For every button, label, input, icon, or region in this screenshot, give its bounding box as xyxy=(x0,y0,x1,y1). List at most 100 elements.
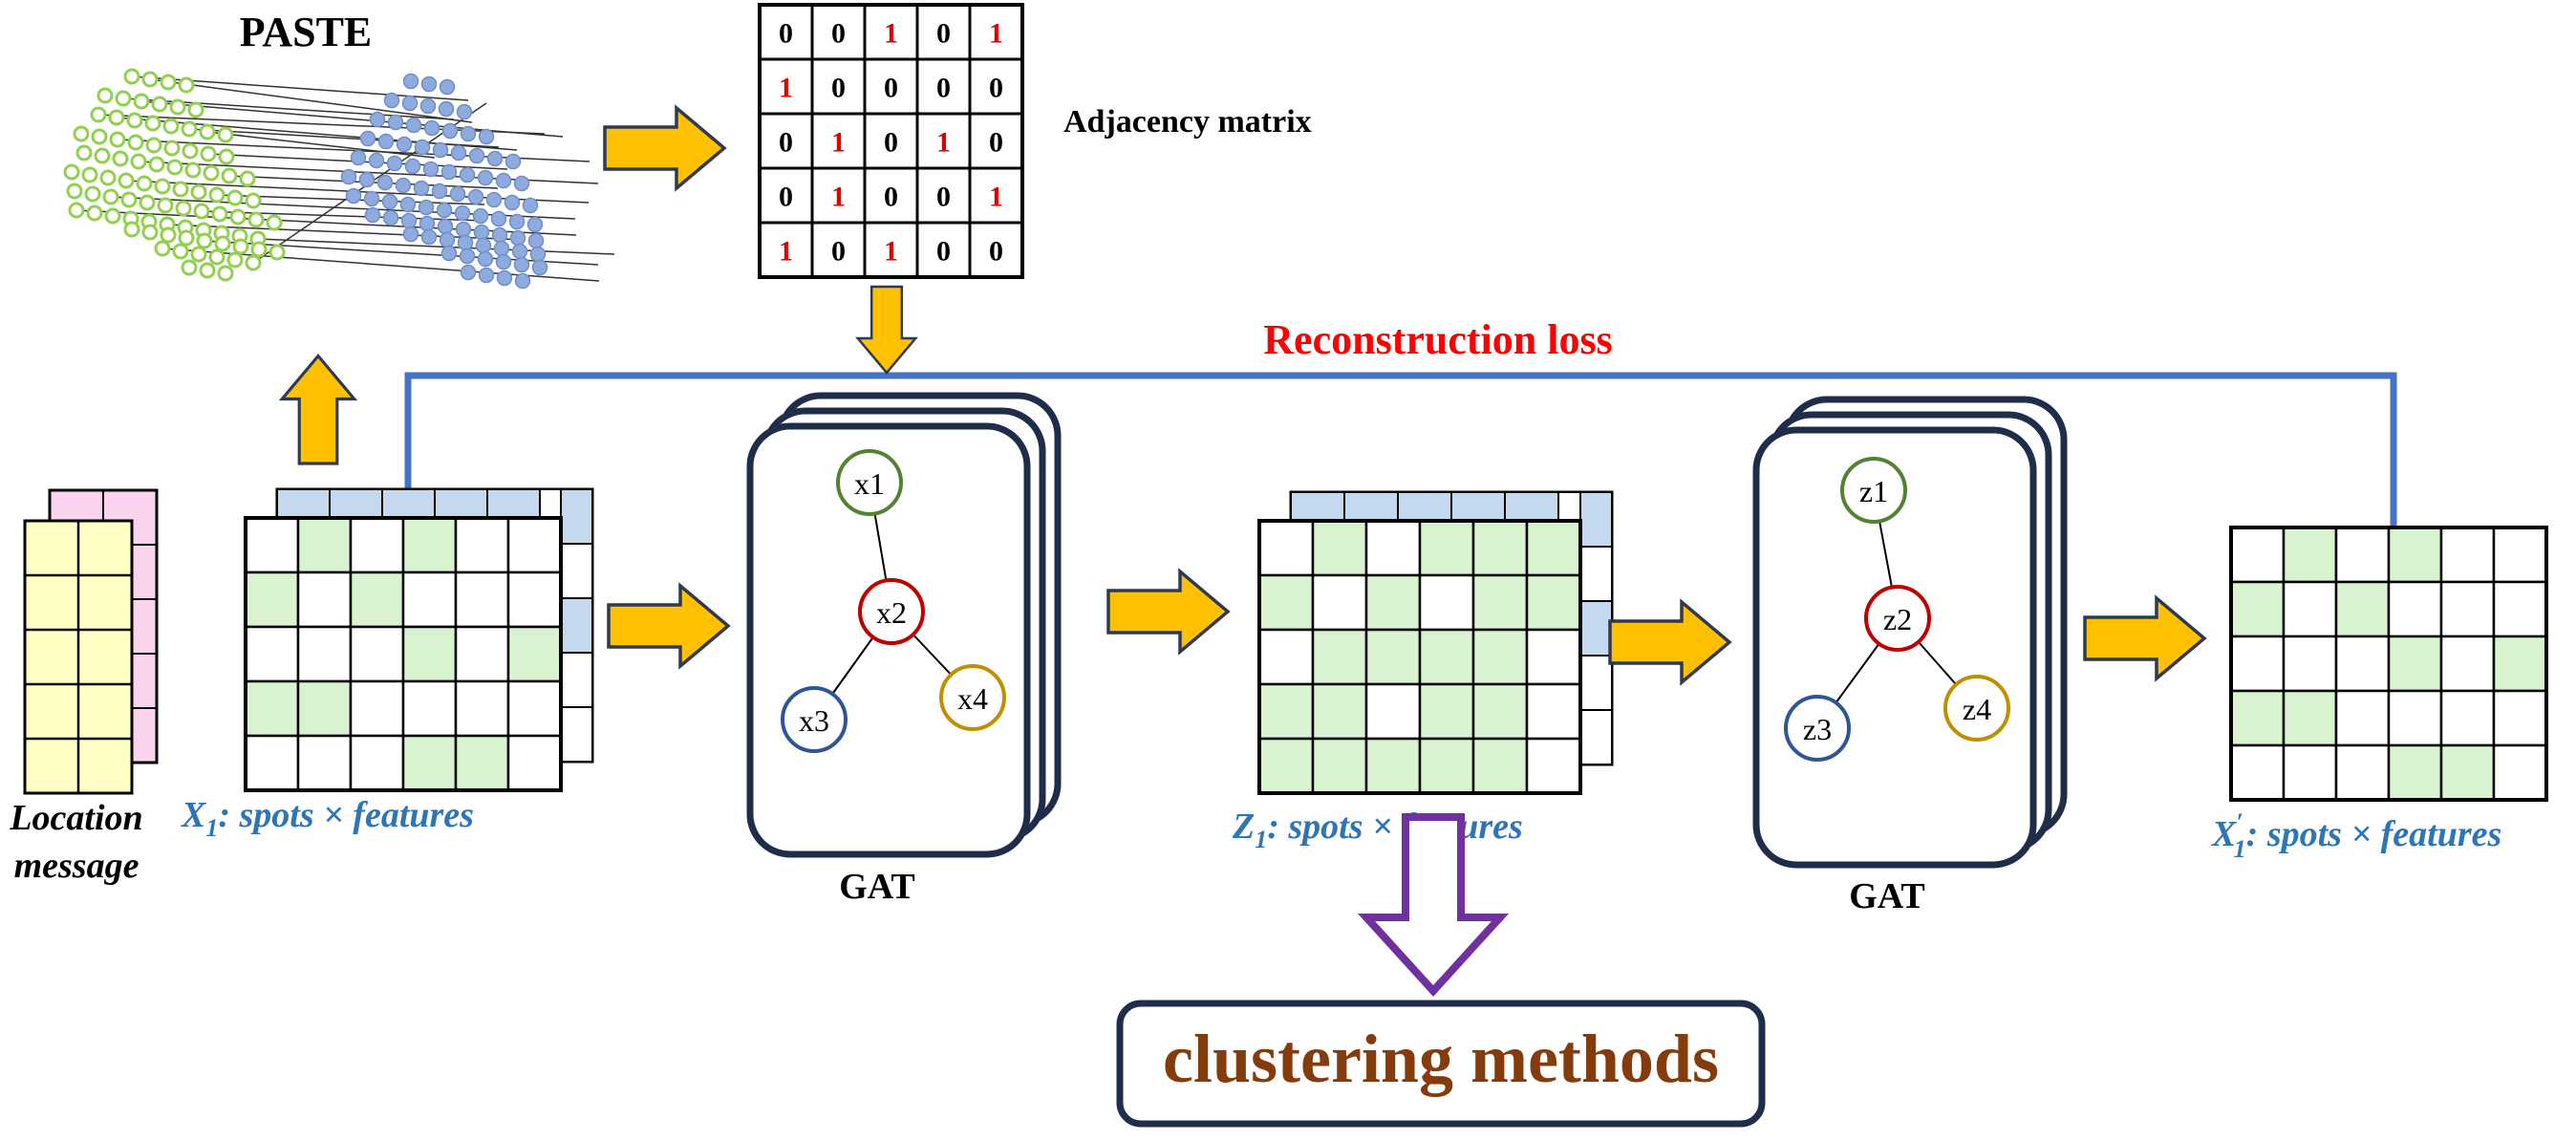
grid-cell xyxy=(1257,737,1315,795)
grid-cell xyxy=(296,625,353,683)
spot-dot-blue xyxy=(437,218,454,235)
formula-rest: : spots × features xyxy=(1267,807,1523,847)
spot-dot-green xyxy=(148,156,165,173)
formula-sup: ′ xyxy=(2236,808,2243,836)
grid-cell xyxy=(1418,737,1475,795)
spot-dot-green xyxy=(145,137,162,154)
spot-dot-blue xyxy=(504,153,522,170)
grid-cell xyxy=(1418,573,1475,632)
formula-main: X xyxy=(181,795,207,835)
grid-cell xyxy=(1418,519,1475,577)
spot-dot-blue xyxy=(423,119,440,137)
grid-cell xyxy=(1257,682,1315,741)
grid-cell xyxy=(401,734,458,792)
grid-cell xyxy=(2439,689,2496,747)
spot-dot-green xyxy=(172,243,189,260)
grid-cell xyxy=(2282,580,2338,638)
flow-arrow xyxy=(607,584,730,668)
spot-dot-green xyxy=(102,188,119,205)
grid-cell xyxy=(454,679,510,738)
matrix-cell: 1 xyxy=(831,182,846,213)
matrix-cell: 0 xyxy=(779,182,793,213)
grid-cell xyxy=(1364,573,1422,632)
flow-arrow xyxy=(2083,596,2206,680)
spot-dot-green xyxy=(245,254,262,271)
spot-dot-blue xyxy=(457,234,474,251)
spot-dot-blue xyxy=(495,253,512,270)
grid-cell xyxy=(2439,743,2496,802)
grid-cell xyxy=(1311,737,1368,795)
grid-cell xyxy=(349,734,405,792)
spot-dot-green xyxy=(187,101,204,118)
grid-cell xyxy=(1525,628,1582,686)
grid-cell xyxy=(454,734,510,792)
formula-z1: Z1: spots × features xyxy=(1232,807,1523,853)
grid-cell xyxy=(2387,580,2443,638)
spot-dot-green xyxy=(86,205,103,222)
spot-dot-blue xyxy=(387,114,404,131)
spot-dot-green xyxy=(84,185,101,203)
spot-dot-blue xyxy=(340,168,357,185)
spot-dot-blue xyxy=(439,231,456,248)
matrix-cell: 0 xyxy=(989,236,1003,268)
spot-dot-blue xyxy=(383,92,400,109)
grid-cell xyxy=(1471,737,1529,795)
matrix-cell: 1 xyxy=(989,18,1003,50)
alignment-line xyxy=(75,209,577,236)
spot-dot-blue xyxy=(405,117,422,134)
spot-dot-green xyxy=(190,246,207,263)
spot-dot-green xyxy=(133,93,150,110)
grid-cell xyxy=(2229,689,2286,747)
graph-node-label: z3 xyxy=(1803,712,1832,746)
formula-x1: X1: spots × features xyxy=(181,795,474,842)
matrix-cell: 1 xyxy=(884,236,898,268)
spot-dot-green xyxy=(112,150,129,167)
formula-main: X xyxy=(2211,814,2238,854)
flow-arrow xyxy=(856,285,917,375)
spot-dot-green xyxy=(139,194,156,211)
spot-dot-blue xyxy=(381,193,398,210)
spot-dot-blue xyxy=(496,269,513,287)
spot-dot-blue xyxy=(359,130,376,147)
spot-dot-blue xyxy=(401,95,419,112)
graph-node xyxy=(1840,457,1907,524)
spot-dot-green xyxy=(162,118,180,135)
spot-dot-blue xyxy=(485,191,503,208)
matrix-frame xyxy=(758,3,1024,279)
spot-dot-green xyxy=(109,131,126,148)
spot-dot-green xyxy=(123,68,140,85)
formula-rest: : spots × features xyxy=(218,795,474,835)
grid-cell xyxy=(244,570,300,629)
spot-dot-blue xyxy=(439,78,456,96)
graph-node-label: x3 xyxy=(799,703,829,738)
spot-dot-green xyxy=(97,87,114,104)
formula-x1-prime: X′1: spots × features xyxy=(2211,808,2501,863)
spot-dot-green xyxy=(81,166,98,183)
spot-dot-green xyxy=(63,163,80,181)
spot-dot-blue xyxy=(350,149,367,166)
spot-dot-green xyxy=(68,202,85,219)
spot-dot-blue xyxy=(386,155,403,172)
spot-dot-blue xyxy=(527,232,545,249)
spot-dot-green xyxy=(154,240,171,257)
spot-dot-blue xyxy=(456,103,473,120)
spot-dot-blue xyxy=(419,97,437,115)
spot-dot-green xyxy=(151,96,168,113)
grid-cell xyxy=(1418,682,1475,741)
spot-dot-green xyxy=(90,106,107,123)
spot-dot-green xyxy=(120,191,138,208)
alignment-line xyxy=(204,240,599,266)
matrix-cell: 0 xyxy=(989,73,1003,104)
matrix-cell: 0 xyxy=(989,127,1003,159)
grid-cell xyxy=(296,734,353,792)
spot-dot-blue xyxy=(402,226,419,243)
grid-cell xyxy=(2439,580,2496,638)
grid-cell xyxy=(2229,580,2286,638)
spot-dot-green xyxy=(178,76,195,94)
spot-dot-blue xyxy=(472,207,489,225)
grid-cell xyxy=(2387,526,2443,584)
spot-dot-green xyxy=(126,112,143,129)
grid-cell xyxy=(296,570,353,629)
